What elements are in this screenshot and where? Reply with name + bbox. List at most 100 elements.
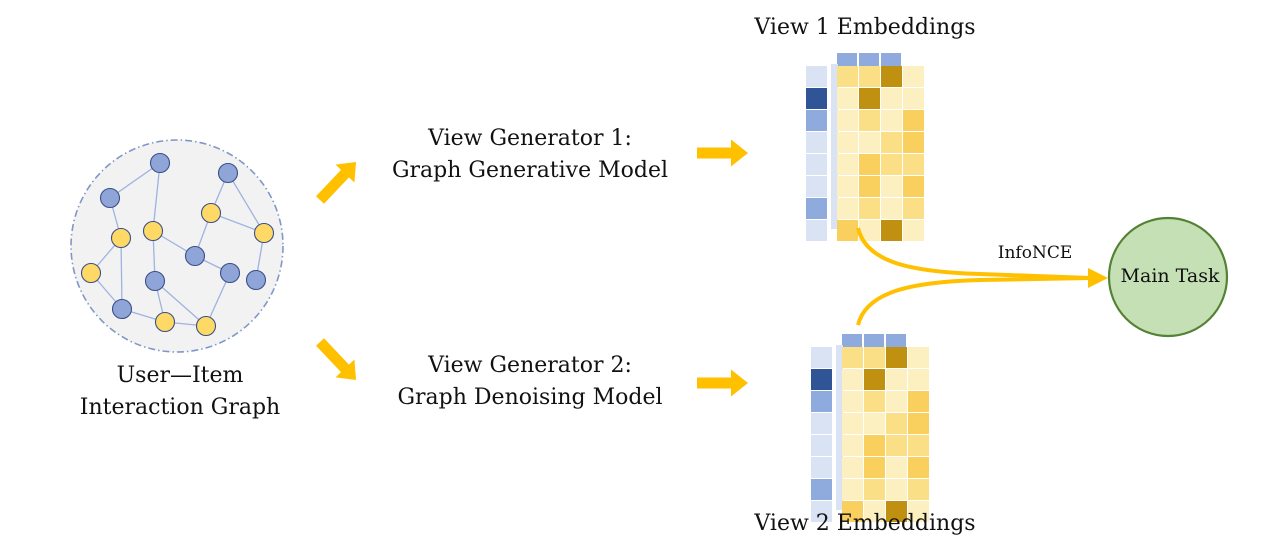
user-node [219,262,241,284]
top-vector-cell [881,53,901,66]
graph-label-line1: User—Item [116,363,244,388]
left-vector-cell [806,88,827,109]
embedding-cell [859,66,880,87]
embedding-cell [908,391,929,412]
top-vector-cell [864,334,884,347]
item-node [80,262,102,284]
left-vector-cell [806,220,827,241]
embedding-cell [908,413,929,434]
embedding-cell [842,369,863,390]
user-node [217,162,239,184]
graph-edge [154,280,207,327]
view2-embeddings-title: View 2 Embeddings [754,511,976,536]
embedding-cell [903,176,924,197]
left-vector-cell [811,347,832,368]
embedding-cell [903,220,924,241]
generator2-label-line2: Graph Denoising Model [397,385,663,410]
embedding-cell [864,347,885,368]
embedding-cell [859,198,880,219]
graph-label-line2: Interaction Graph [79,395,281,420]
embedding-cell [837,66,858,87]
embedding-cell [837,110,858,131]
embedding-cell [837,220,858,241]
side-vector-strip [831,64,838,229]
arrows [316,139,748,397]
embedding-cell [859,220,880,241]
arrow-graph-to-generator2 [316,338,356,380]
view1-embedding-matrix [806,53,924,241]
embedding-cell [881,88,902,109]
embedding-cell [864,435,885,456]
embedding-cell [903,132,924,153]
embedding-cell [864,413,885,434]
embedding-cell [881,66,902,87]
user-node [184,245,206,267]
arrow-graph-to-generator1 [316,162,356,204]
item-node [142,220,164,242]
embedding-cell [886,369,907,390]
infonce-flow [856,227,1108,326]
infonce-label: InfoNCE [997,243,1073,263]
left-vector-cell [811,479,832,500]
left-vector-cell [811,391,832,412]
embedding-cell [886,435,907,456]
embedding-cell [903,198,924,219]
embedding-cell [886,479,907,500]
embedding-cell [864,369,885,390]
view1-embeddings-title: View 1 Embeddings [754,15,976,40]
embedding-cell [842,457,863,478]
left-vector-cell [811,457,832,478]
item-node [110,227,132,249]
top-vector-cell [837,53,857,66]
embedding-cell [842,501,863,522]
embedding-cell [842,391,863,412]
arrow-generator2-to-view2 [697,369,748,397]
embedding-cell [908,369,929,390]
left-vector-cell [811,413,832,434]
embedding-cell [903,88,924,109]
user-node [245,269,267,291]
main-task-circle [1107,216,1229,338]
main-task-node [1107,216,1229,338]
interaction-graph [70,139,284,353]
embedding-cell [837,198,858,219]
embedding-cell [886,501,907,522]
embedding-cell [842,435,863,456]
embedding-cell [881,220,902,241]
left-vector-cell [811,369,832,390]
embedding-cell [881,176,902,197]
embedding-cell [908,501,929,522]
embedding-cell [859,132,880,153]
generator1-label-line1: View Generator 1: [428,126,632,151]
embedding-cell [859,110,880,131]
user-node [144,270,166,292]
embedding-cell [837,132,858,153]
embedding-cell [837,176,858,197]
embedding-cell [908,435,929,456]
embedding-cell [842,479,863,500]
graph-edge [120,237,123,310]
embedding-cell [864,501,885,522]
embedding-cell [886,457,907,478]
embedding-cell [908,457,929,478]
embedding-cell [908,479,929,500]
embedding-cell [903,110,924,131]
user-node [149,152,171,174]
graph-edge [109,162,161,199]
arrow-generator1-to-view1 [697,139,748,167]
embedding-cell [881,198,902,219]
item-node [200,202,222,224]
embedding-cell [842,347,863,368]
item-node [195,315,217,337]
left-vector-cell [811,435,832,456]
embedding-cell [881,110,902,131]
top-vector-cell [859,53,879,66]
embedding-cell [881,154,902,175]
graph-edge [152,162,161,232]
left-vector-cell [806,154,827,175]
view2-embedding-matrix [811,334,929,522]
user-node [111,298,133,320]
top-vector-cell [886,334,906,347]
top-vector-cell [842,334,862,347]
